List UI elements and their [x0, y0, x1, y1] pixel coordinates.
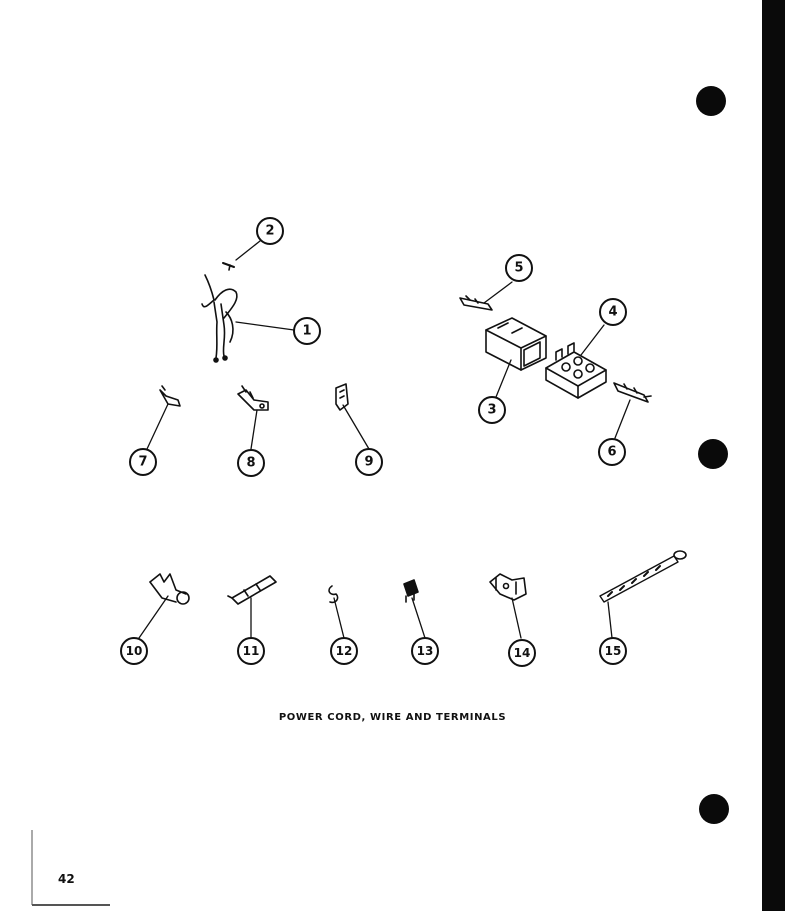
- part-14-bracket: [489, 573, 527, 601]
- callout-14-label: 14: [514, 646, 531, 660]
- diagram-caption: POWER CORD, WIRE AND TERMINALS: [278, 712, 507, 723]
- callout-15-label: 15: [605, 644, 622, 658]
- leader-3: [495, 359, 512, 398]
- callout-1: 1: [293, 317, 321, 345]
- callout-10: 10: [120, 637, 148, 665]
- callout-3-label: 3: [487, 403, 496, 418]
- leader-4: [580, 324, 605, 356]
- leader-5: [483, 281, 513, 304]
- part-12-wire-clip: [328, 585, 339, 604]
- callout-9-label: 9: [364, 455, 373, 470]
- leader-2: [235, 240, 261, 261]
- callout-14: 14: [508, 639, 536, 667]
- part-5-terminal: [459, 295, 493, 311]
- callout-11-label: 11: [243, 644, 260, 658]
- part-1-power-cord-harness: [201, 274, 238, 363]
- part-6-terminal: [613, 382, 652, 403]
- leader-10: [138, 595, 169, 639]
- callout-7: 7: [129, 448, 157, 476]
- leader-6: [614, 399, 631, 439]
- callout-4-label: 4: [608, 305, 617, 320]
- callout-4: 4: [599, 298, 627, 326]
- part-8-terminal: [237, 385, 269, 411]
- binding-edge: [762, 0, 785, 911]
- leader-13: [411, 597, 426, 639]
- binder-hole-middle: [698, 439, 728, 469]
- callout-8-label: 8: [246, 456, 255, 471]
- leader-15: [607, 601, 613, 639]
- callout-2: 2: [256, 217, 284, 245]
- callout-9: 9: [355, 448, 383, 476]
- part-4-connector-housing: [545, 342, 607, 399]
- callout-2-label: 2: [265, 224, 274, 239]
- leader-7: [146, 403, 169, 450]
- callout-5-label: 5: [514, 261, 523, 276]
- part-11-splice-connector: [227, 575, 277, 605]
- callout-13-label: 13: [417, 644, 434, 658]
- callout-10-label: 10: [126, 644, 143, 658]
- binder-hole-bottom: [699, 794, 729, 824]
- leader-1: [235, 321, 295, 331]
- callout-11: 11: [237, 637, 265, 665]
- callout-8: 8: [237, 449, 265, 477]
- part-13-small-connector: [403, 579, 419, 603]
- callout-1-label: 1: [302, 324, 311, 339]
- part-9-clip: [335, 383, 349, 411]
- callout-13: 13: [411, 637, 439, 665]
- leader-9: [342, 404, 370, 450]
- part-7-terminal: [159, 385, 181, 407]
- callout-6-label: 6: [607, 445, 616, 460]
- callout-5: 5: [505, 254, 533, 282]
- leader-8: [250, 409, 258, 450]
- page-number: 42: [58, 872, 75, 886]
- leader-14: [511, 597, 522, 639]
- callout-15: 15: [599, 637, 627, 665]
- part-2-wire-pin: [222, 262, 235, 271]
- leader-12: [333, 597, 345, 639]
- callout-6: 6: [598, 438, 626, 466]
- callout-7-label: 7: [138, 455, 147, 470]
- part-3-connector-housing: [485, 317, 547, 371]
- callout-12-label: 12: [336, 644, 353, 658]
- part-10-ring-terminal: [149, 573, 190, 605]
- part-15-cable-tie: [599, 550, 687, 603]
- callout-3: 3: [478, 396, 506, 424]
- binder-hole-top: [696, 86, 726, 116]
- callout-12: 12: [330, 637, 358, 665]
